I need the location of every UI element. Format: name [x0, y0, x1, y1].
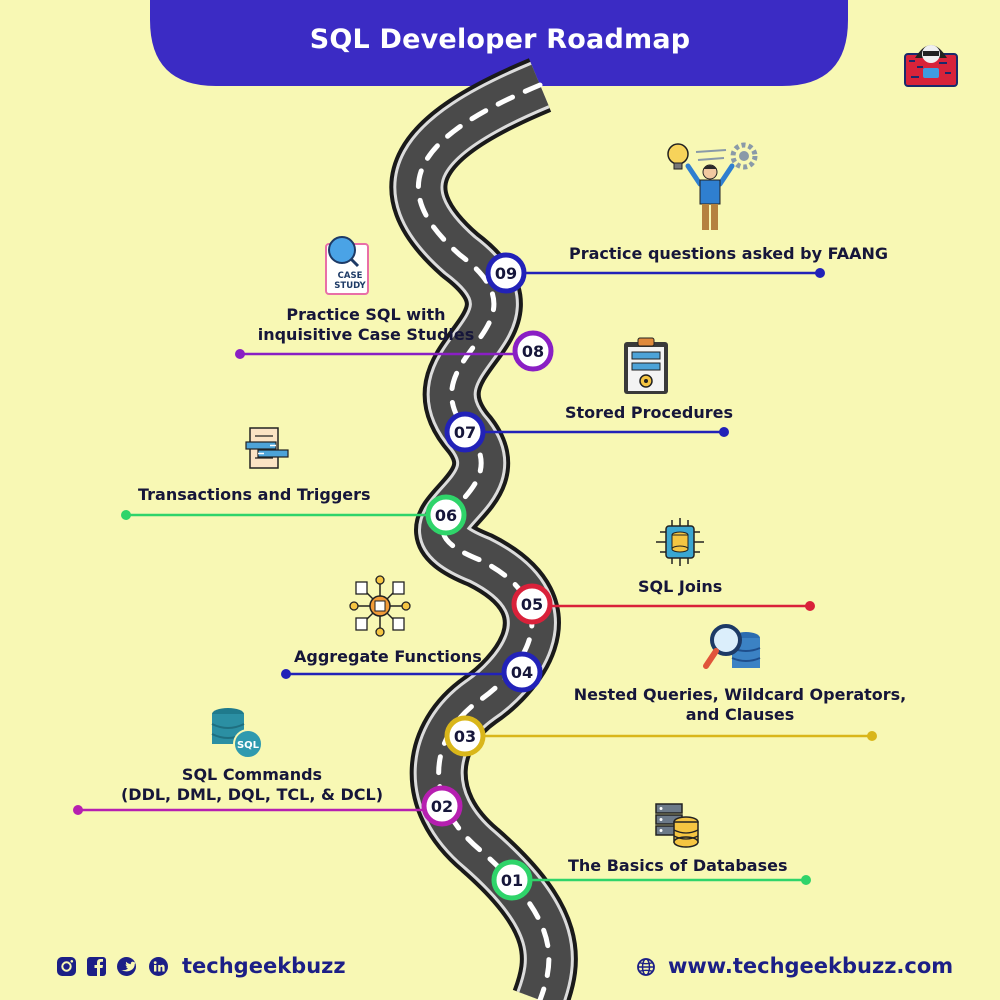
step-marker-07: 07	[444, 411, 486, 453]
step-number: 08	[522, 342, 544, 361]
step-number: 09	[495, 264, 517, 283]
step-number: 06	[435, 506, 457, 525]
connector-01	[528, 875, 811, 885]
database-server-icon	[655, 803, 699, 848]
techgeekbuzz-logo	[904, 45, 958, 87]
step-marker-05: 05	[511, 583, 553, 625]
globe-icon	[637, 958, 655, 976]
transaction-document-icon	[245, 427, 289, 469]
step-marker-08: 08	[512, 330, 554, 372]
step-label-06: Transactions and Triggers	[138, 485, 371, 504]
instagram-icon[interactable]	[57, 957, 76, 976]
connector-07	[482, 427, 729, 437]
joins-chip-icon	[656, 518, 704, 566]
step-label-08: Practice SQL with inquisitive Case Studi…	[236, 305, 496, 345]
person-idea-icon	[667, 142, 758, 230]
step-label-02-line2: (DDL, DML, DQL, TCL, & DCL)	[120, 785, 384, 804]
step-marker-04: 04	[501, 651, 543, 693]
footer-website-link[interactable]: www.techgeekbuzz.com	[668, 954, 954, 978]
step-label-02: SQL Commands (DDL, DML, DQL, TCL, & DCL)	[92, 765, 412, 805]
magnifier-database-icon	[703, 624, 761, 669]
facebook-icon[interactable]	[87, 957, 106, 976]
step-label-01: The Basics of Databases	[568, 856, 788, 875]
step-label-03-line2: and Clauses	[685, 705, 795, 724]
connector-03	[480, 731, 877, 741]
step-label-08-line2: inquisitive Case Studies	[257, 325, 475, 344]
step-label-07: Stored Procedures	[565, 403, 733, 422]
header-banner	[150, 0, 848, 86]
step-label-05: SQL Joins	[638, 577, 723, 596]
step-marker-03: 03	[444, 715, 486, 757]
twitter-icon[interactable]	[117, 957, 136, 976]
step-label-03: Nested Queries, Wildcard Operators, and …	[572, 685, 908, 725]
step-marker-06: 06	[425, 494, 467, 536]
winding-road	[389, 58, 578, 1000]
connector-09	[522, 268, 825, 278]
aggregate-network-icon	[349, 575, 411, 637]
footer-brand: techgeekbuzz	[182, 954, 346, 978]
step-label-04: Aggregate Functions	[294, 647, 482, 666]
step-number: 02	[431, 797, 453, 816]
step-number: 03	[454, 727, 476, 746]
connector-04	[281, 669, 506, 679]
connector-06	[121, 510, 430, 520]
step-marker-01: 01	[491, 859, 533, 901]
step-label-08-line1: Practice SQL with	[286, 305, 446, 324]
connector-05	[550, 601, 815, 611]
step-number: 01	[501, 871, 523, 890]
step-number: 04	[511, 663, 533, 682]
step-label-02-line1: SQL Commands	[181, 765, 323, 784]
step-label-09: Practice questions asked by FAANG	[569, 244, 889, 263]
case-study-icon: CASE STUDY	[325, 236, 369, 295]
case-study-badge-line1: CASE	[338, 271, 363, 281]
step-number: 05	[521, 595, 543, 614]
connector-08	[235, 349, 518, 359]
step-label-03-line1: Nested Queries, Wildcard Operators,	[573, 685, 907, 704]
svg-text:SQL: SQL	[237, 740, 260, 751]
step-marker-09: 09	[485, 252, 527, 294]
page-title: SQL Developer Roadmap	[309, 24, 691, 55]
case-study-badge-line2: STUDY	[334, 281, 366, 291]
clipboard-gear-icon	[624, 337, 668, 394]
sql-database-icon: SQL	[211, 708, 263, 759]
step-number: 07	[454, 423, 476, 442]
step-marker-02: 02	[421, 785, 463, 827]
connector-02	[73, 805, 428, 815]
linkedin-icon[interactable]	[149, 957, 168, 976]
